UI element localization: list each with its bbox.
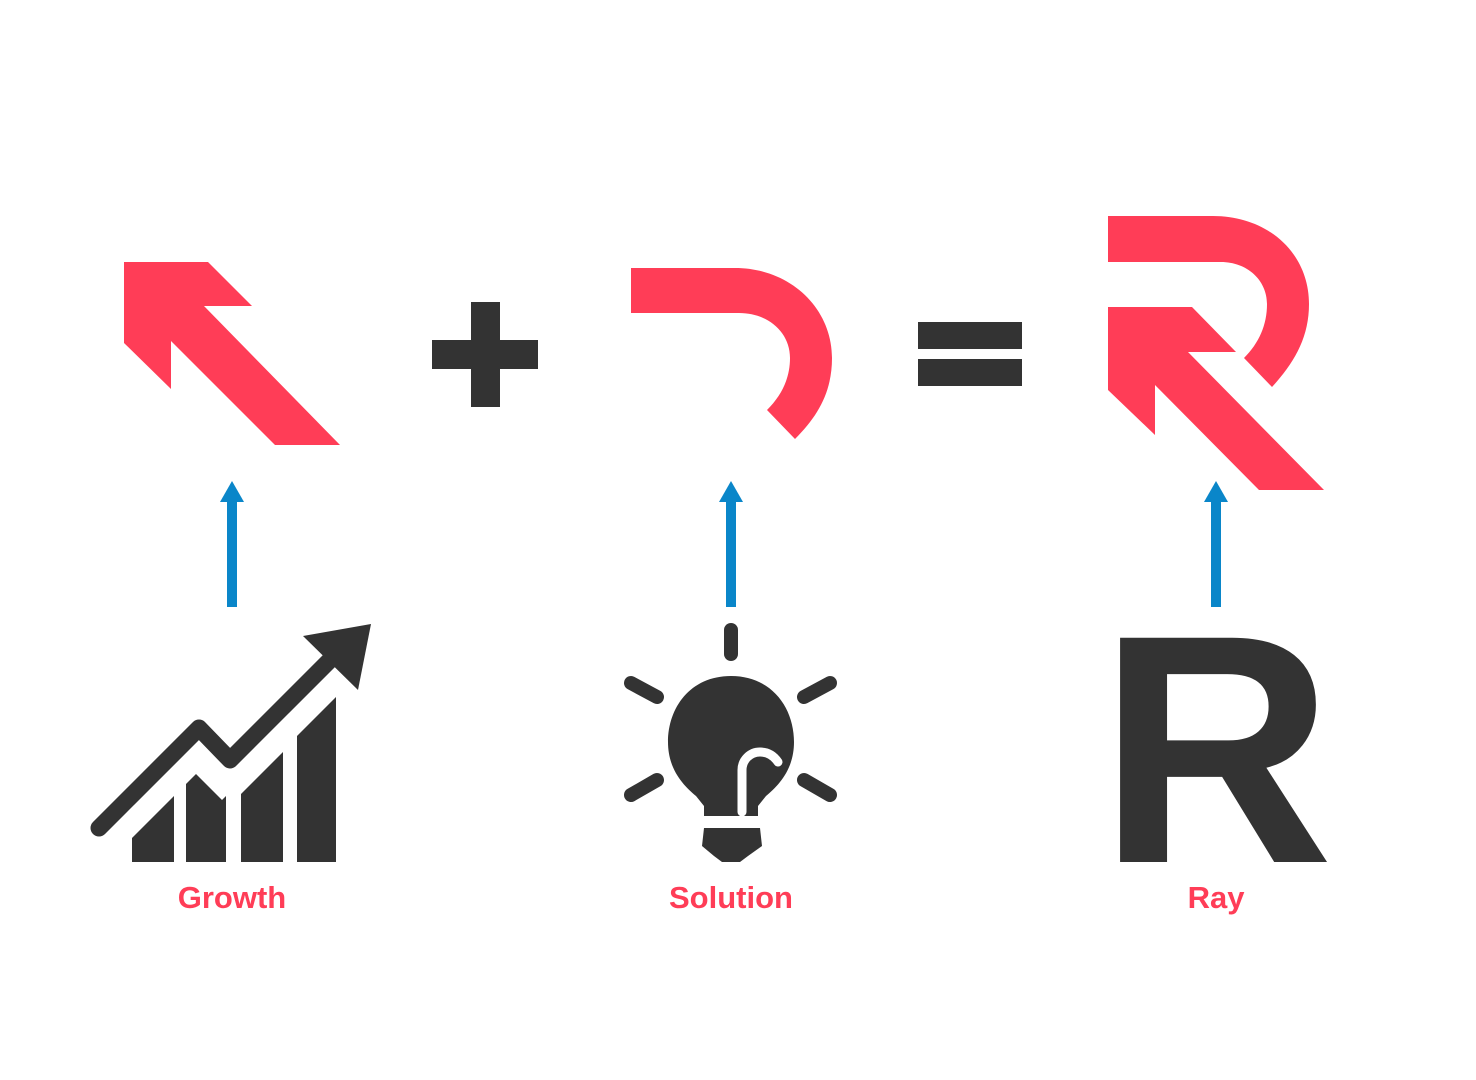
plus-operator (432, 302, 538, 407)
lightbulb-icon (624, 623, 837, 862)
arrow-shape (124, 262, 340, 445)
combined-r-logo (1108, 216, 1324, 490)
letter-r: R (1098, 568, 1333, 932)
equals-operator (918, 322, 1022, 386)
label-solution: Solution (669, 880, 793, 915)
pointer-arrow-growth (220, 481, 244, 607)
pointer-arrow-solution (719, 481, 743, 607)
label-ray: Ray (1188, 880, 1246, 915)
label-growth: Growth (178, 880, 287, 915)
pointer-arrow-ray (1204, 481, 1228, 607)
growth-chart-icon (90, 624, 371, 862)
curve-shape (631, 268, 832, 439)
